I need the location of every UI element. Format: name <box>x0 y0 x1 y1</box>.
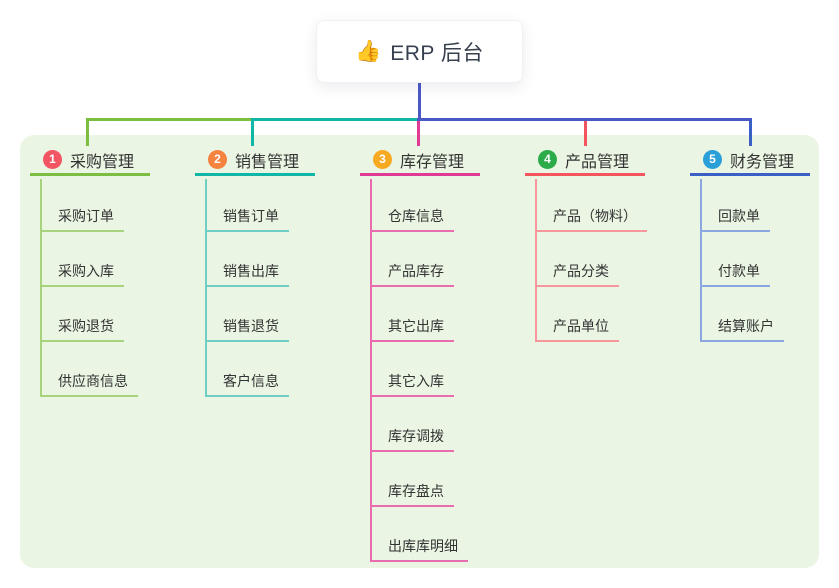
branch-column: 5 财务管理回款单付款单结算账户 <box>690 146 835 342</box>
branch-drop-line <box>417 121 420 146</box>
branch-column: 1 采购管理采购订单采购入库采购退货供应商信息 <box>30 146 175 397</box>
child-node[interactable]: 库存调拨 <box>370 428 454 452</box>
child-node[interactable]: 其它出库 <box>370 318 454 342</box>
bus-segment <box>417 118 752 121</box>
branch-node[interactable]: 1 采购管理 <box>30 146 150 176</box>
child-node[interactable]: 产品（物料） <box>535 208 647 232</box>
branch-spine-line <box>535 179 537 342</box>
child-node[interactable]: 仓库信息 <box>370 208 454 232</box>
child-node[interactable]: 产品库存 <box>370 263 454 287</box>
branch-node[interactable]: 4 产品管理 <box>525 146 645 176</box>
branch-column: 2 销售管理销售订单销售出库销售退货客户信息 <box>195 146 340 397</box>
child-node[interactable]: 供应商信息 <box>40 373 138 397</box>
branch-spine-line <box>700 179 702 342</box>
root-connector-line <box>418 83 421 121</box>
thumbs-up-icon: 👍 <box>355 39 382 63</box>
child-node[interactable]: 采购退货 <box>40 318 124 342</box>
child-node[interactable]: 回款单 <box>700 208 770 232</box>
branch-drop-line <box>584 121 587 146</box>
branch-number-badge: 1 <box>43 150 62 169</box>
branch-spine-line <box>40 179 42 397</box>
branch-label: 财务管理 <box>730 153 795 171</box>
child-node[interactable]: 付款单 <box>700 263 770 287</box>
branch-number-badge: 4 <box>538 150 557 169</box>
child-node[interactable]: 库存盘点 <box>370 483 454 507</box>
branch-spine-line <box>370 179 372 562</box>
child-node[interactable]: 结算账户 <box>700 318 784 342</box>
branch-spine-line <box>205 179 207 397</box>
branches-panel <box>20 135 819 568</box>
bus-segment <box>251 118 417 121</box>
bus-segment <box>86 118 251 121</box>
child-node[interactable]: 产品单位 <box>535 318 619 342</box>
branch-label: 销售管理 <box>235 153 300 171</box>
child-node[interactable]: 采购入库 <box>40 263 124 287</box>
branch-label: 库存管理 <box>400 153 465 171</box>
root-node[interactable]: 👍 ERP 后台 <box>316 20 523 83</box>
branch-column: 4 产品管理产品（物料） 产品分类产品单位 <box>525 146 670 342</box>
branch-label: 采购管理 <box>70 153 135 171</box>
child-node[interactable]: 客户信息 <box>205 373 289 397</box>
child-node[interactable]: 销售订单 <box>205 208 289 232</box>
child-node[interactable]: 其它入库 <box>370 373 454 397</box>
child-node[interactable]: 出库库明细 <box>370 538 468 562</box>
branch-label: 产品管理 <box>565 153 630 171</box>
child-node[interactable]: 销售退货 <box>205 318 289 342</box>
branch-node[interactable]: 3 库存管理 <box>360 146 480 176</box>
branch-drop-line <box>86 121 89 146</box>
branch-drop-line <box>251 121 254 146</box>
branch-column: 3 库存管理仓库信息产品库存其它出库其它入库库存调拨库存盘点出库库明细 <box>360 146 505 562</box>
child-node[interactable]: 采购订单 <box>40 208 124 232</box>
branch-node[interactable]: 2 销售管理 <box>195 146 315 176</box>
child-node[interactable]: 销售出库 <box>205 263 289 287</box>
branch-node[interactable]: 5 财务管理 <box>690 146 810 176</box>
root-label: ERP 后台 <box>390 41 484 65</box>
branch-number-badge: 5 <box>703 150 722 169</box>
branch-number-badge: 3 <box>373 150 392 169</box>
branch-number-badge: 2 <box>208 150 227 169</box>
child-node[interactable]: 产品分类 <box>535 263 619 287</box>
branch-drop-line <box>749 121 752 146</box>
